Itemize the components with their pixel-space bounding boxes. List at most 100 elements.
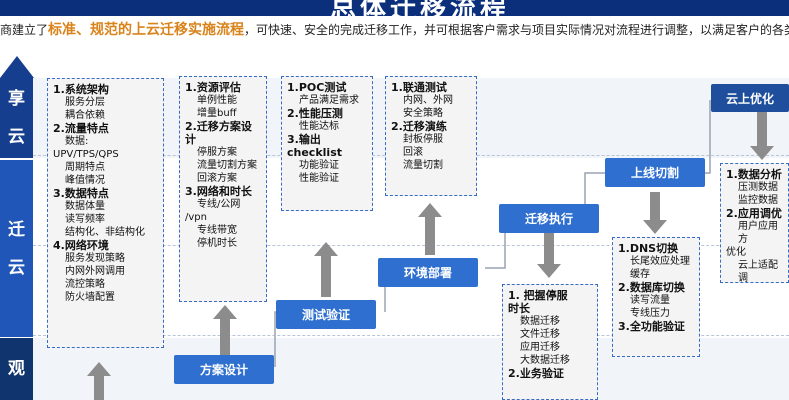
box-line: 2.业务验证 bbox=[508, 367, 564, 380]
box-line: 2.迁移方案设 bbox=[185, 120, 252, 133]
box-line: UPV/TPS/QPS bbox=[53, 149, 119, 160]
box-line: 文件迁移 bbox=[520, 329, 560, 340]
page-title: 总体迁移流程 bbox=[330, 0, 511, 16]
box-line: 1. 把握停服 bbox=[508, 289, 568, 302]
box-line: 内网外网调用 bbox=[65, 266, 125, 277]
box-line: 1.系统架构 bbox=[53, 83, 109, 96]
box-line: 安全策略 bbox=[403, 108, 443, 119]
box-line: 读写流量 bbox=[630, 295, 670, 306]
side-char: 迁 bbox=[8, 219, 25, 240]
box-line: 1.数据分析 bbox=[726, 168, 782, 181]
box-line: 压测数据 bbox=[738, 182, 778, 193]
stage-cutover-button[interactable]: 上线切割 bbox=[605, 158, 705, 187]
box-line: 产品满足需求 bbox=[299, 95, 359, 106]
box-line: 服务分层 bbox=[65, 97, 105, 108]
box-line: 缓存 bbox=[630, 269, 650, 280]
box-line: 结构化、非结构化 bbox=[65, 227, 145, 238]
box-line: 时长 bbox=[508, 302, 530, 315]
box-line: 周期特点 bbox=[65, 162, 105, 173]
box-line: 应用迁移 bbox=[520, 342, 560, 353]
up-arrow-icon bbox=[87, 362, 111, 400]
box-line: 封板停服 bbox=[403, 134, 443, 145]
box-line: 长尾效应处理 bbox=[630, 256, 690, 267]
box-line: 单例性能 bbox=[197, 95, 237, 106]
box-line: 服务发现策略 bbox=[65, 253, 125, 264]
box-line: 流量切割 bbox=[403, 160, 443, 171]
box-line: 内网、外网 bbox=[403, 95, 453, 106]
box-line: 回滚方案 bbox=[197, 173, 237, 184]
box-line: 数据迁移 bbox=[520, 316, 560, 327]
box-line: 读写频率 bbox=[65, 214, 105, 225]
up-arrow-icon bbox=[213, 305, 237, 355]
box-line: 云上适配调 bbox=[738, 260, 778, 284]
side-char: 云 bbox=[8, 257, 25, 278]
stage-plan-button[interactable]: 方案设计 bbox=[174, 355, 274, 384]
down-arrow-icon bbox=[643, 192, 667, 234]
stage-migrate-button[interactable]: 迁移执行 bbox=[499, 204, 599, 233]
box-line: 回滚 bbox=[403, 147, 423, 158]
stage-deploy-button[interactable]: 环境部署 bbox=[378, 258, 478, 287]
box-line: checklist bbox=[287, 146, 342, 159]
box-line: 1.联通测试 bbox=[391, 81, 447, 94]
box-line: 计 bbox=[185, 133, 196, 146]
box-line: 2.流量特点 bbox=[53, 122, 109, 135]
subtitle-pre: 商建立了 bbox=[0, 23, 49, 37]
stage-test-button[interactable]: 测试验证 bbox=[276, 300, 376, 329]
box-line: 1.资源评估 bbox=[185, 81, 241, 94]
box-line: 3.全功能验证 bbox=[618, 320, 685, 333]
box-line: 1.POC测试 bbox=[287, 81, 347, 94]
up-arrow-icon bbox=[0, 56, 34, 78]
box-line: 数据: bbox=[65, 136, 89, 147]
box-line: 流量切割方案 bbox=[197, 160, 257, 171]
divider bbox=[33, 335, 789, 336]
box-line: 耦合依赖 bbox=[65, 110, 105, 121]
box-line: 流控策略 bbox=[65, 279, 105, 290]
up-arrow-icon bbox=[418, 203, 442, 255]
box-line: 1.DNS切换 bbox=[618, 242, 679, 255]
box-line: 4.网络环境 bbox=[53, 239, 109, 252]
up-arrow-icon bbox=[314, 242, 338, 297]
box-line: 防火墙配置 bbox=[65, 292, 115, 303]
box-line: 数据体量 bbox=[65, 201, 105, 212]
box-line: 停机时长 bbox=[197, 238, 237, 249]
subtitle: 商建立了标准、规范的上云迁移实施流程，可快速、安全的完成迁移工作，并可根据客户需… bbox=[0, 18, 789, 42]
box-line: 2.应用调优 bbox=[726, 207, 782, 220]
divider bbox=[33, 245, 789, 246]
side-label-migrate-cloud: 迁 云 bbox=[0, 160, 33, 337]
down-arrow-icon bbox=[537, 233, 561, 278]
box-line: 专线/公网 bbox=[197, 199, 241, 210]
box-line: 峰值情况 bbox=[65, 175, 105, 186]
subtitle-post: ，可快速、安全的完成迁移工作，并可根据客户需求与项目实际情况对流程进行调整，以满… bbox=[244, 23, 789, 37]
box-line: 2.性能压测 bbox=[287, 107, 343, 120]
box-line: 用户应用方 bbox=[738, 221, 778, 245]
box-line: 3.数据特点 bbox=[53, 187, 109, 200]
side-label-enjoy-cloud: 享 云 bbox=[0, 78, 33, 158]
box-line: 性能达标 bbox=[299, 121, 339, 132]
side-char: 享 bbox=[8, 89, 25, 109]
title-bar: 总体迁移流程 bbox=[0, 0, 789, 16]
box-line: 性能验证 bbox=[299, 173, 339, 184]
box-line: 监控数据 bbox=[738, 195, 778, 206]
box-line: 专线压力 bbox=[630, 308, 670, 319]
box-line: 停服方案 bbox=[197, 147, 237, 158]
box-line: 2.数据库切换 bbox=[618, 281, 685, 294]
side-label-watch-cloud: 观 bbox=[0, 338, 33, 400]
side-char: 观 bbox=[8, 359, 25, 379]
subtitle-highlight: 标准、规范的上云迁移实施流程 bbox=[48, 22, 245, 38]
box-line: 功能验证 bbox=[299, 160, 339, 171]
box-line: 大数据迁移 bbox=[520, 355, 570, 366]
stage-optimize-button[interactable]: 云上优化 bbox=[711, 84, 789, 112]
box-line: 增量buff bbox=[197, 108, 237, 119]
side-char: 云 bbox=[8, 127, 25, 147]
box-line: 2.迁移演练 bbox=[391, 120, 447, 133]
box-line: 3.网络和时长 bbox=[185, 185, 252, 198]
box-line: /vpn bbox=[185, 212, 207, 223]
down-arrow-icon bbox=[750, 112, 774, 160]
